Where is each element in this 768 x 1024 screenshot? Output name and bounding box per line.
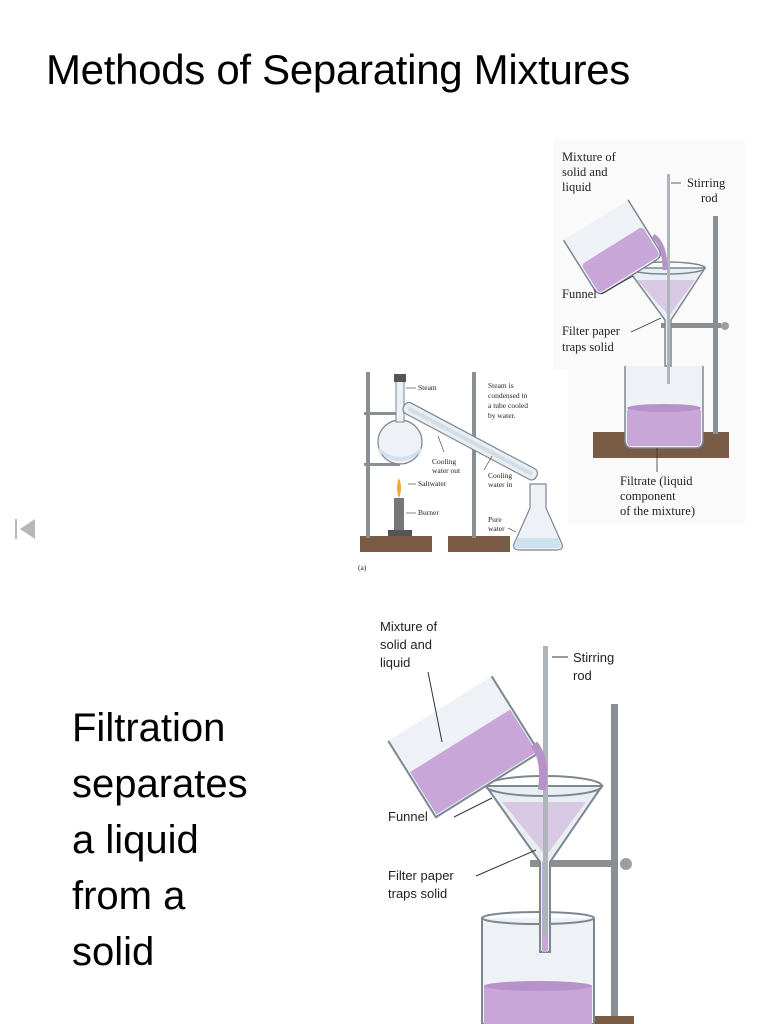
- first-slide-button[interactable]: [13, 516, 39, 542]
- stirring-label-2: rod: [701, 191, 718, 205]
- stirring-rod: [543, 646, 548, 936]
- filter-label-2: traps solid: [388, 886, 447, 901]
- filtration-diagram-large: Mixture of solid and liquid Stirring rod…: [380, 619, 634, 1024]
- condensed-label-4: by water.: [488, 411, 516, 420]
- filtrate-label-2: component: [620, 489, 676, 503]
- filtrate-label-3: of the mixture): [620, 504, 695, 518]
- flame: [397, 478, 401, 498]
- mixture-label-1: Mixture of: [380, 619, 437, 634]
- condensed-label-3: a tube cooled: [488, 401, 528, 410]
- caption-line-4: from a: [72, 874, 186, 918]
- filtration-caption: Filtration separates a liquid from a sol…: [72, 700, 248, 980]
- clamp-knob: [620, 858, 632, 870]
- pure-water-label-1: Pure: [488, 515, 502, 524]
- cooling-out-label-1: Cooling: [432, 457, 456, 466]
- burner-label: Burner: [418, 508, 439, 517]
- mixture-label-2: solid and: [562, 165, 608, 179]
- pour-stream: [651, 233, 668, 271]
- filter-label-2: traps solid: [562, 340, 614, 354]
- burner: [394, 498, 404, 534]
- filtrate-liquid: [484, 986, 592, 1024]
- caption-line-5: solid: [72, 930, 155, 974]
- first-slide-icon: [15, 519, 35, 539]
- stand-base-left: [360, 536, 432, 552]
- funnel-label: Funnel: [388, 809, 428, 824]
- stirring-label-1: Stirring: [687, 176, 726, 190]
- cooling-in-label-1: Cooling: [488, 471, 512, 480]
- stirring-rod: [667, 174, 670, 384]
- saltwater-label: Saltwater: [418, 479, 447, 488]
- receiving-flask: [513, 483, 563, 551]
- steam-label: Steam: [418, 383, 437, 392]
- pour-stream: [530, 741, 547, 791]
- mixture-label-2: solid and: [380, 637, 432, 652]
- filter-label-1: Filter paper: [388, 868, 454, 883]
- mixture-label-3: liquid: [562, 180, 592, 194]
- mixture-label-1: Mixture of: [562, 150, 617, 164]
- clamp-arm: [661, 323, 721, 328]
- cooling-out-label-2: water out: [432, 466, 461, 475]
- filtration-diagram-small: Mixture of solid and liquid Stirring rod…: [553, 140, 745, 525]
- panel-label: (a): [358, 563, 367, 572]
- clamp-knob: [721, 322, 729, 330]
- filter-label-1: Filter paper: [562, 324, 621, 338]
- stand-base-right: [448, 536, 510, 552]
- caption-line-2: separates: [72, 762, 248, 806]
- mixture-label-3: liquid: [380, 655, 410, 670]
- stirring-label-1: Stirring: [573, 650, 614, 665]
- caption-line-3: a liquid: [72, 818, 199, 862]
- slide-title: Methods of Separating Mixtures: [46, 46, 630, 93]
- cooling-in-label-2: water in: [488, 480, 513, 489]
- stirring-label-2: rod: [573, 668, 592, 683]
- pure-water-label-2: water: [488, 524, 505, 533]
- filtrate-label-1: Filtrate (liquid: [620, 474, 693, 488]
- clamp-arm: [530, 860, 618, 867]
- caption-line-1: Filtration: [72, 706, 226, 750]
- distillation-diagram: Steam Steam is condensed in a tube coole…: [354, 370, 568, 574]
- funnel-label: Funnel: [562, 287, 597, 301]
- condensed-label-2: condensed in: [488, 391, 528, 400]
- filtrate-liquid: [627, 408, 701, 446]
- condensed-label-1: Steam is: [488, 381, 514, 390]
